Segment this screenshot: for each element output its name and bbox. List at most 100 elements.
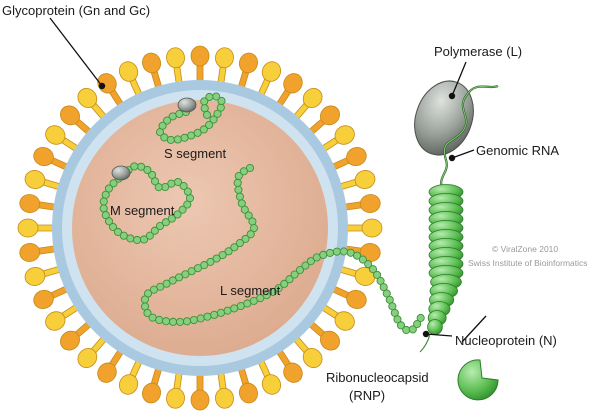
nucleoprotein-bead bbox=[218, 250, 227, 260]
nucleoprotein-bead bbox=[224, 247, 233, 256]
nucleoprotein-bead bbox=[130, 162, 139, 171]
leader-polymerase bbox=[451, 61, 467, 97]
nucleoprotein-bead bbox=[161, 218, 170, 227]
nucleoprotein-bead bbox=[379, 283, 388, 292]
nucleoprotein-bead bbox=[408, 325, 417, 334]
glycoprotein-spikes bbox=[17, 45, 383, 411]
leader-dot-genomic-rna bbox=[448, 154, 456, 162]
glycoprotein-spike bbox=[326, 283, 367, 310]
nucleoprotein-bead bbox=[358, 255, 367, 264]
nucleoprotein-bead bbox=[223, 306, 232, 315]
nucleoprotein-bead bbox=[248, 217, 257, 226]
nucleoprotein-bead bbox=[185, 194, 195, 203]
nucleoprotein-bead bbox=[200, 261, 209, 270]
nucleoprotein-bead bbox=[178, 205, 187, 214]
l-segment-strand bbox=[140, 163, 425, 335]
nucleoprotein-bead bbox=[104, 184, 113, 193]
leader-glycoprotein bbox=[49, 17, 103, 87]
nucleoprotein-subunit bbox=[427, 319, 443, 335]
nucleoprotein-bead bbox=[364, 260, 373, 269]
nucleoprotein-bead bbox=[295, 265, 305, 275]
ribonucleocapsid-assembly bbox=[414, 80, 499, 401]
nucleoprotein-bead bbox=[202, 110, 212, 119]
nucleoprotein-label: Nucleoprotein (N) bbox=[455, 333, 557, 348]
nucleoprotein-bead bbox=[217, 96, 226, 105]
nucleoprotein-bead bbox=[402, 325, 411, 335]
nucleoprotein-bead bbox=[244, 211, 253, 220]
nucleoprotein-bead bbox=[101, 190, 110, 199]
leader-dot-glycoprotein bbox=[98, 82, 106, 90]
nucleoprotein-bead bbox=[174, 273, 184, 282]
nucleoprotein-bead bbox=[143, 165, 152, 174]
nucleoprotein-bead bbox=[205, 92, 214, 102]
nucleoprotein-bead bbox=[137, 162, 146, 171]
nucleoprotein-bead bbox=[173, 135, 182, 144]
polymerase-on-s-segment bbox=[177, 97, 197, 113]
nucleoprotein-bead bbox=[353, 251, 362, 260]
credit-line2: Swiss Institute of Bioinformatics bbox=[468, 258, 588, 268]
nucleoprotein-bead bbox=[126, 234, 135, 243]
leader-nucleoprotein bbox=[461, 315, 487, 343]
nucleoprotein-bead bbox=[233, 178, 242, 187]
nucleoprotein-bead bbox=[154, 183, 163, 192]
nucleoprotein-bead bbox=[373, 270, 382, 279]
nucleoprotein-bead bbox=[205, 120, 214, 129]
nucleoprotein-bead bbox=[393, 315, 402, 324]
nucleoprotein-bead bbox=[167, 179, 176, 188]
nucleoprotein-bead bbox=[193, 128, 202, 137]
nucleoprotein-bead bbox=[168, 112, 177, 121]
nucleoprotein-bead bbox=[209, 115, 218, 124]
nucleoprotein-bead bbox=[148, 170, 157, 179]
genomic-rna-label: Genomic RNA bbox=[476, 143, 559, 158]
s-segment-strand bbox=[155, 92, 226, 144]
nucleoprotein-bead bbox=[189, 315, 198, 325]
glycoprotein-spike bbox=[304, 105, 340, 139]
glycoprotein-spike bbox=[316, 301, 355, 331]
nucleoprotein-bead bbox=[155, 128, 165, 137]
nucleoprotein-bead bbox=[249, 224, 259, 233]
nucleoprotein-bead bbox=[143, 308, 152, 318]
leader-lines bbox=[49, 17, 487, 343]
leader-dot-nucleoprotein bbox=[422, 330, 430, 338]
glycoprotein-label: Glycoprotein (Gn and Gc) bbox=[2, 3, 150, 18]
nucleoprotein-bead bbox=[149, 285, 158, 294]
nucleoprotein-bead bbox=[175, 317, 185, 326]
m-segment-label: M segment bbox=[110, 203, 175, 218]
nucleoprotein-bead bbox=[99, 197, 108, 206]
nucleoprotein-bead bbox=[187, 267, 196, 276]
nucleoprotein-bead bbox=[245, 163, 255, 173]
nucleoprotein-bead bbox=[212, 254, 221, 263]
nucleoprotein-bead bbox=[109, 179, 118, 188]
nucleoprotein-bead bbox=[416, 313, 425, 322]
nucleoprotein-bead bbox=[230, 243, 239, 252]
nucleoprotein-bead bbox=[239, 167, 248, 176]
nucleoprotein-bead bbox=[319, 250, 328, 259]
nucleoprotein-bead bbox=[216, 103, 225, 112]
genomic-rna-highlight bbox=[440, 85, 499, 189]
credit-line1: © ViralZone 2010 bbox=[492, 244, 558, 254]
nucleoprotein-bead bbox=[230, 304, 239, 313]
nucleoprotein-bead bbox=[182, 317, 192, 326]
nucleoprotein-bead bbox=[168, 276, 177, 285]
nucleoprotein-bead bbox=[193, 264, 202, 273]
nucleoprotein-bead bbox=[148, 313, 157, 322]
nucleoprotein-bead bbox=[155, 315, 164, 325]
nucleoprotein-bead bbox=[262, 291, 271, 300]
nucleoprotein-bead bbox=[241, 234, 250, 243]
nucleoprotein-bead bbox=[285, 275, 294, 284]
nucleoprotein-bead bbox=[268, 287, 277, 296]
leader-dot-polymerase bbox=[448, 92, 456, 100]
nucleoprotein-bead bbox=[325, 248, 335, 257]
nucleoprotein-bead bbox=[168, 317, 178, 326]
nucleoprotein-bead bbox=[183, 187, 192, 196]
nucleoprotein-bead bbox=[173, 210, 182, 219]
nucleoprotein-bead bbox=[234, 185, 243, 194]
nucleoprotein-bead bbox=[200, 97, 209, 106]
rnp-label-line2: (RNP) bbox=[349, 388, 385, 403]
nucleoprotein-bead bbox=[213, 109, 222, 118]
nucleoprotein-bead bbox=[167, 214, 176, 223]
nucleoprotein-bead bbox=[368, 265, 378, 274]
nucleoprotein-bead bbox=[206, 257, 215, 266]
s-segment-label: S segment bbox=[164, 146, 227, 161]
